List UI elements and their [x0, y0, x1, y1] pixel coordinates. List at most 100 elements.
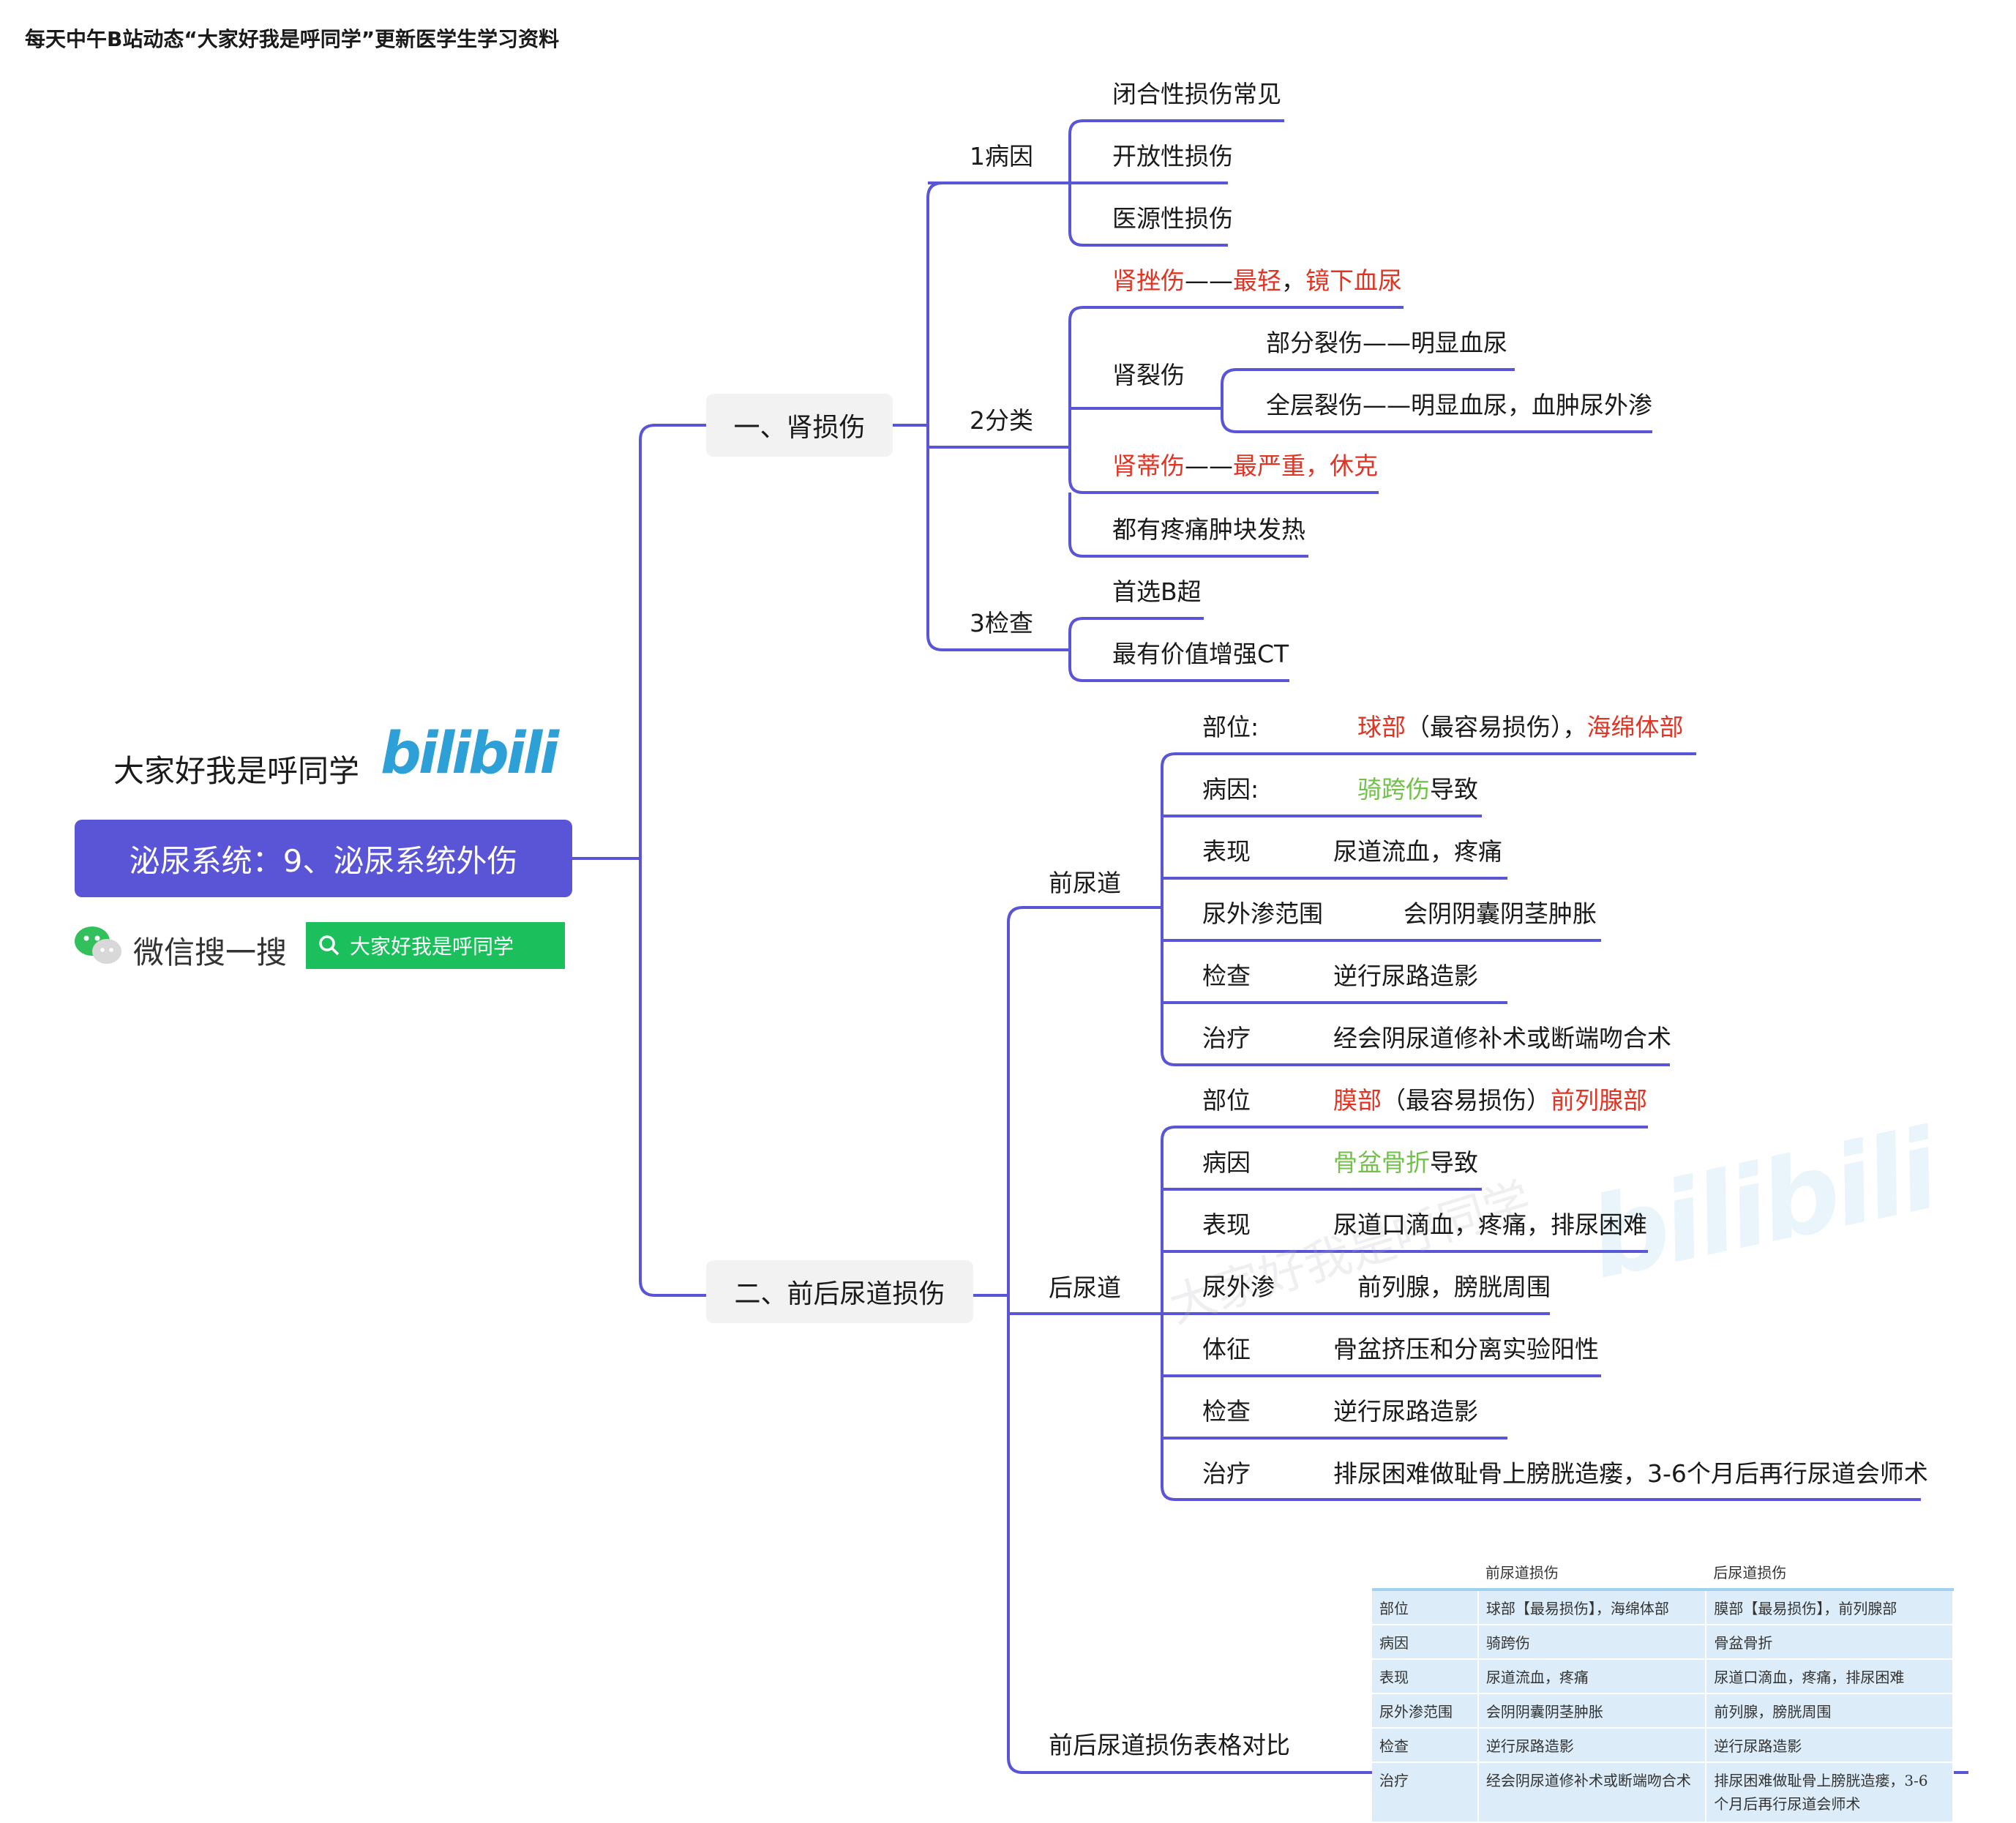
- wechat-search-text: 大家好我是呼同学: [350, 935, 514, 959]
- table-cell: 排尿困难做耻骨上膀胱造瘘，3-6 个月后再行尿道会师术: [1706, 1762, 1954, 1823]
- anterior-site-secondary: 海绵体部: [1586, 713, 1684, 741]
- anterior-treat-key[interactable]: 治疗: [1202, 1024, 1251, 1052]
- kidney-laceration-label[interactable]: 肾裂伤: [1112, 361, 1185, 389]
- anterior-extrav-value: 会阴阴囊阴茎肿胀: [1404, 899, 1597, 928]
- anterior-exam-value: 逆行尿路造影: [1333, 962, 1478, 990]
- table-cell: 表现: [1372, 1659, 1479, 1694]
- anterior-urethra-label[interactable]: 前尿道: [1049, 869, 1121, 897]
- table-cell: 膜部【最易损伤】，前列腺部: [1706, 1590, 1954, 1625]
- table-cell: 尿道口滴血，疼痛，排尿困难: [1706, 1659, 1954, 1694]
- posterior-site-key[interactable]: 部位: [1202, 1086, 1251, 1115]
- laceration-item[interactable]: 全层裂伤——明显血尿，血肿尿外渗: [1266, 391, 1652, 419]
- table-row: 表现 尿道流血，疼痛 尿道口滴血，疼痛，排尿困难: [1372, 1659, 1954, 1694]
- posterior-sign-key[interactable]: 表现: [1202, 1210, 1251, 1239]
- kidney-exam-item[interactable]: 最有价值增强CT: [1112, 640, 1289, 668]
- anterior-extrav-key[interactable]: 尿外渗范围: [1202, 899, 1323, 928]
- kidney-cause-item[interactable]: 医源性损伤: [1112, 204, 1233, 233]
- anterior-site-value: 球部（最容易损伤），海绵体部: [1357, 715, 1684, 739]
- kidney-common-signs[interactable]: 都有疼痛肿块发热: [1112, 515, 1305, 544]
- kidney-contusion-node[interactable]: 肾挫伤——最轻，镜下血尿: [1112, 269, 1402, 293]
- kidney-pedicle-node[interactable]: 肾蒂伤——最严重，休克: [1112, 454, 1378, 478]
- pedicle-dash: ——: [1185, 452, 1233, 480]
- table-row: 治疗 经会阴尿道修补术或断端吻合术 排尿困难做耻骨上膀胱造瘘，3-6 个月后再行…: [1372, 1762, 1954, 1823]
- kidney-injury-topic[interactable]: 一、肾损伤: [706, 394, 893, 457]
- table-row: 部位 球部【最易损伤】，海绵体部 膜部【最易损伤】，前列腺部: [1372, 1590, 1954, 1625]
- bilibili-logo: bilibili: [381, 721, 559, 787]
- table-cell: 球部【最易损伤】，海绵体部: [1477, 1590, 1707, 1625]
- anterior-site-note: （最容易损伤），: [1406, 713, 1587, 741]
- table-cell: 病因: [1372, 1625, 1479, 1660]
- anterior-cause-value: 骑跨伤导致: [1357, 777, 1478, 801]
- anterior-site-key[interactable]: 部位:: [1202, 713, 1259, 741]
- root-topic[interactable]: 泌尿系统：9、泌尿系统外伤: [75, 820, 572, 897]
- search-icon: [318, 934, 341, 957]
- table-cell: 部位: [1372, 1590, 1479, 1625]
- urethra-injury-title: 二、前后尿道损伤: [734, 1279, 945, 1309]
- kidney-cause-item[interactable]: 闭合性损伤常见: [1112, 80, 1281, 108]
- anterior-cause-key[interactable]: 病因:: [1202, 775, 1259, 804]
- table-row: 检查 逆行尿路造影 逆行尿路造影: [1372, 1728, 1954, 1763]
- kidney-cause-item[interactable]: 开放性损伤: [1112, 142, 1233, 171]
- wechat-label: 微信搜一搜: [133, 935, 288, 970]
- posterior-extrav-value: 前列腺，膀胱周围: [1357, 1273, 1551, 1301]
- wechat-search-box[interactable]: 大家好我是呼同学: [306, 922, 565, 969]
- anterior-sign-key[interactable]: 表现: [1202, 837, 1251, 866]
- anterior-cause-rest: 导致: [1430, 775, 1478, 804]
- posterior-site-primary: 膜部: [1333, 1086, 1382, 1115]
- posterior-exam-value: 逆行尿路造影: [1333, 1397, 1478, 1426]
- root-title: 泌尿系统：9、泌尿系统外伤: [129, 842, 518, 879]
- table-cell: 骑跨伤: [1477, 1625, 1707, 1660]
- posterior-exam-key[interactable]: 检查: [1202, 1397, 1251, 1426]
- table-header-row: 前尿道损伤 后尿道损伤: [1372, 1555, 1953, 1591]
- pedicle-name: 肾蒂伤: [1112, 452, 1185, 480]
- anterior-cause-highlight: 骑跨伤: [1357, 775, 1430, 804]
- posterior-sign-value: 尿道口滴血，疼痛，排尿困难: [1333, 1210, 1647, 1239]
- table-row: 病因 骑跨伤 骨盆骨折: [1372, 1625, 1954, 1660]
- pedicle-severity: 最严重，休克: [1233, 452, 1378, 480]
- posterior-site-note: （最容易损伤）: [1382, 1086, 1551, 1115]
- contusion-name: 肾挫伤: [1112, 266, 1185, 295]
- table-header-cell: [1372, 1555, 1478, 1591]
- anterior-exam-key[interactable]: 检查: [1202, 962, 1251, 990]
- posterior-extrav-key[interactable]: 尿外渗: [1202, 1273, 1275, 1301]
- comparison-label[interactable]: 前后尿道损伤表格对比: [1049, 1731, 1290, 1759]
- posterior-site-secondary: 前列腺部: [1551, 1086, 1647, 1115]
- table-cell: 检查: [1372, 1728, 1479, 1763]
- table-cell: 经会阴尿道修补术或断端吻合术: [1477, 1762, 1707, 1823]
- table-cell: 尿外渗范围: [1372, 1693, 1479, 1729]
- kidney-injury-title: 一、肾损伤: [733, 413, 866, 443]
- table-header-cell: 后尿道损伤: [1706, 1555, 1953, 1591]
- table-header-cell: 前尿道损伤: [1477, 1555, 1706, 1591]
- contusion-sign: 镜下血尿: [1305, 266, 1402, 295]
- kidney-exam-item[interactable]: 首选B超: [1112, 577, 1202, 606]
- posterior-physical-value: 骨盆挤压和分离实验阳性: [1333, 1335, 1599, 1363]
- comparison-table: 前尿道损伤 后尿道损伤 部位 球部【最易损伤】，海绵体部 膜部【最易损伤】，前列…: [1372, 1555, 1954, 1823]
- table-cell: 治疗: [1372, 1762, 1479, 1823]
- contusion-severity: 最轻: [1233, 266, 1281, 295]
- brand-name: 大家好我是呼同学: [113, 753, 360, 789]
- header-text: 每天中午B站动态“大家好我是呼同学”更新医学生学习资料: [25, 27, 560, 51]
- table-cell: 尿道流血，疼痛: [1477, 1659, 1707, 1694]
- posterior-cause-rest: 导致: [1430, 1148, 1478, 1177]
- posterior-urethra-label[interactable]: 后尿道: [1049, 1273, 1121, 1302]
- kidney-exam-label[interactable]: 3检查: [970, 609, 1033, 637]
- kidney-cause-label[interactable]: 1病因: [970, 142, 1033, 171]
- laceration-item[interactable]: 部分裂伤——明显血尿: [1266, 329, 1507, 357]
- urethra-injury-topic[interactable]: 二、前后尿道损伤: [706, 1260, 973, 1323]
- table-row: 尿外渗范围 会阴阴囊阴茎肿胀 前列腺，膀胱周围: [1372, 1693, 1954, 1729]
- posterior-cause-highlight: 骨盆骨折: [1333, 1148, 1430, 1177]
- posterior-cause-key[interactable]: 病因: [1202, 1148, 1251, 1177]
- anterior-site-primary: 球部: [1357, 713, 1406, 741]
- anterior-treat-value: 经会阴尿道修补术或断端吻合术: [1333, 1024, 1671, 1052]
- contusion-comma: ，: [1281, 266, 1305, 295]
- anterior-sign-value: 尿道流血，疼痛: [1333, 837, 1502, 866]
- table-cell: 逆行尿路造影: [1706, 1728, 1954, 1763]
- contusion-dash: ——: [1185, 266, 1233, 295]
- posterior-physical-key[interactable]: 体征: [1202, 1335, 1251, 1363]
- posterior-treat-key[interactable]: 治疗: [1202, 1459, 1251, 1488]
- table-cell: 骨盆骨折: [1706, 1625, 1954, 1660]
- kidney-classify-label[interactable]: 2分类: [970, 406, 1033, 435]
- wechat-icon: [73, 924, 124, 967]
